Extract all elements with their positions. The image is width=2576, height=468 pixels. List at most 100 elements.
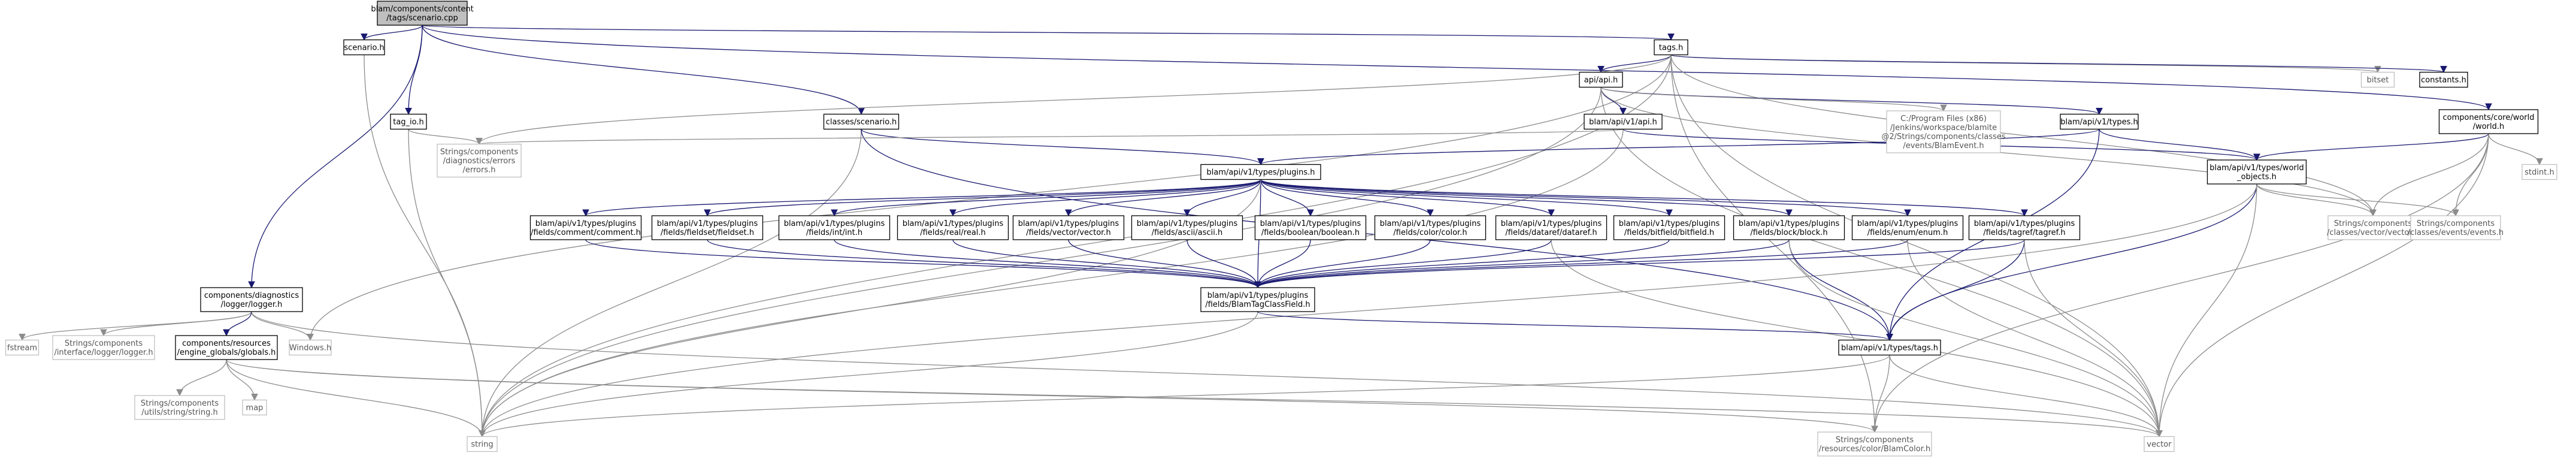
edge-blam_tag_class_field_h-to-types_tags_h <box>1257 311 1893 341</box>
node-bitfield-h[interactable]: blam/api/v1/types/plugins/fields/bitfiel… <box>1613 215 1726 240</box>
node-plugins-h[interactable]: blam/api/v1/types/plugins.h <box>1200 164 1321 180</box>
node-label-line: string <box>471 440 493 449</box>
node-enum-h[interactable]: blam/api/v1/types/plugins/fields/enum/en… <box>1851 215 1964 240</box>
edge-block_h-to-blam_tag_class_field_h <box>1254 239 1790 289</box>
node-label-line: /fields/block/block.h <box>1750 228 1827 237</box>
node-fieldset-h[interactable]: blam/api/v1/types/plugins/fields/fieldse… <box>651 215 764 240</box>
node-label-line: tag_io.h <box>393 118 424 127</box>
edge-tagref_h-to-types_tags_h <box>1886 239 2025 341</box>
node-api-h[interactable]: api/api.h <box>1579 71 1623 88</box>
node-label-line: blam/api/v1/types/plugins <box>1207 291 1309 300</box>
node-box <box>2360 71 2395 88</box>
edge-int_h-to-blam_tag_class_field_h <box>834 239 1261 289</box>
node-label-line: bitset <box>2367 76 2389 85</box>
node-box <box>529 215 642 240</box>
edge-plugins_h-to-ascii_h <box>1183 179 1261 217</box>
edge-ascii_h-to-blam_tag_class_field_h <box>1186 239 1261 289</box>
edge-enum_h-to-vector <box>1907 239 2163 437</box>
edge-tags_h-to-string <box>479 55 1672 437</box>
node-ascii-h[interactable]: blam/api/v1/types/plugins/fields/ascii/a… <box>1131 215 1243 240</box>
node-box <box>1654 39 1688 56</box>
edge-plugins_h-to-tagref_h <box>1260 179 2028 217</box>
node-world-objects-h[interactable]: blam/api/v1/types/world_objects.h <box>2206 159 2307 185</box>
edge-globals_h-to-vector <box>226 359 2163 437</box>
node-blam-api-v1-types-h[interactable]: blam/api/v1/types.h <box>2060 113 2139 130</box>
edge-boolean_h-to-blam_tag_class_field_h <box>1254 239 1311 289</box>
node-world-h[interactable]: components/core/world/world.h <box>2438 109 2539 134</box>
node-label-line: /logger/logger.h <box>221 300 283 309</box>
edge-world_objects_h-to-vector <box>2156 183 2257 437</box>
node-blam-tag-class-field-h[interactable]: blam/api/v1/types/plugins/fields/BlamTag… <box>1200 287 1315 312</box>
node-label-line: blam/api/v1/types/world <box>2209 164 2303 173</box>
node-tag-io-h[interactable]: tag_io.h <box>390 113 427 130</box>
edge-tags_h-to-vector <box>1670 55 2163 437</box>
node-map: map <box>242 399 267 416</box>
edge-types_tags_h-to-string <box>479 355 1890 437</box>
node-block-h[interactable]: blam/api/v1/types/plugins/fields/block/b… <box>1733 215 1845 240</box>
node-box <box>2060 113 2139 130</box>
node-label-line: components/core/world <box>2442 113 2534 122</box>
edge-world_objects_h-to-types_tags_h <box>1886 183 2257 341</box>
edge-dataref_h-to-blam_tag_class_field_h <box>1254 239 1552 289</box>
node-globals-h[interactable]: components/resources/engine_globals/glob… <box>175 335 278 360</box>
node-windows-h: Windows.h <box>289 339 332 356</box>
node-box <box>2521 164 2557 180</box>
edge-tags_h-to-strings_blamcolor_h <box>1670 55 1878 433</box>
node-label-line: /fields/fieldset/fieldset.h <box>661 228 754 237</box>
node-label-line: scenario.h <box>344 44 384 53</box>
node-boolean-h[interactable]: blam/api/v1/types/plugins/fields/boolean… <box>1254 215 1367 240</box>
node-vector: vector <box>2144 436 2175 452</box>
node-label-line: constants.h <box>2421 76 2466 85</box>
node-tagref-h[interactable]: blam/api/v1/types/plugins/fields/tagref/… <box>1968 215 2081 240</box>
edge-real_h-to-blam_tag_class_field_h <box>952 239 1261 289</box>
node-label-line: @2/Strings/components/classes <box>1881 132 2006 141</box>
node-label-line: blam/api/v1/types/plugins <box>1619 219 1720 228</box>
node-box <box>200 287 303 312</box>
node-types-tags-h[interactable]: blam/api/v1/types/tags.h <box>1838 339 1941 356</box>
edge-fieldset_h-to-blam_tag_class_field_h <box>707 239 1261 289</box>
node-label-line: /resources/color/BlamColor.h <box>1819 445 1930 454</box>
edge-types_tags_h-to-strings_blamcolor_h <box>1871 355 1890 433</box>
node-box <box>1374 215 1487 240</box>
node-label-line: vector <box>2147 440 2172 449</box>
node-label-line: map <box>246 404 264 413</box>
edge-globals_h-to-strings_blamcolor_h <box>226 359 1878 433</box>
node-blam-api-v1-tags-h[interactable]: blam/api/v1/api.h <box>1584 113 1663 130</box>
node-box <box>467 436 498 452</box>
node-label-line: /fields/tagref/tagref.h <box>1983 228 2065 237</box>
node-comment-h[interactable]: blam/api/v1/types/plugins/fields/comment… <box>529 215 642 240</box>
edge-api_h-to-vector <box>1600 87 2163 437</box>
node-classes-scenario-h[interactable]: classes/scenario.h <box>823 113 900 130</box>
node-real-h[interactable]: blam/api/v1/types/plugins/fields/real/re… <box>897 215 1009 240</box>
edge-root-to-tag_io_h <box>405 25 423 115</box>
edge-plugins_h-to-block_h <box>1260 179 1793 217</box>
edge-plugins_h-to-boolean_h <box>1260 179 1314 217</box>
node-box <box>1579 71 1623 88</box>
node-box <box>823 113 900 130</box>
node-label-line: /diagnostics/errors <box>443 157 516 166</box>
node-box <box>651 215 764 240</box>
edge-logger_h-to-strings_logger_h <box>100 311 252 337</box>
node-string: string <box>467 436 498 452</box>
node-strings-blamcolor-h: Strings/components/resources/color/BlamC… <box>1817 431 1932 457</box>
edge-globals_h-to-string <box>226 359 486 437</box>
edge-comment_h-to-blam_tag_class_field_h <box>585 239 1261 289</box>
edge-tagref_h-to-vector <box>2024 239 2163 437</box>
node-label-line: blam/api/v1/types/plugins <box>657 219 758 228</box>
node-box <box>377 1 468 26</box>
node-dataref-h[interactable]: blam/api/v1/types/plugins/fields/dataref… <box>1495 215 1608 240</box>
node-scenario-h[interactable]: scenario.h <box>343 39 385 56</box>
node-label-line: Strings/components <box>440 148 518 157</box>
node-tags-h[interactable]: tags.h <box>1654 39 1688 56</box>
node-constants-h[interactable]: constants.h <box>2419 71 2468 88</box>
node-root[interactable]: blam/components/content/tags/scenario.cp… <box>371 1 474 26</box>
node-vector-plugin-h[interactable]: blam/api/v1/types/plugins/fields/vector/… <box>1012 215 1125 240</box>
node-box <box>1254 215 1367 240</box>
node-label-line: /world.h <box>2473 122 2505 131</box>
node-color-h[interactable]: blam/api/v1/types/plugins/fields/color/c… <box>1374 215 1487 240</box>
node-int-h[interactable]: blam/api/v1/types/plugins/fields/int/int… <box>778 215 891 240</box>
node-label-line: /fields/enum/enum.h <box>1867 228 1948 237</box>
node-logger-h[interactable]: components/diagnostics/logger/logger.h <box>200 287 303 312</box>
node-label-line: /fields/BlamTagClassField.h <box>1205 300 1310 309</box>
node-program-files-blam-event: C:/Program Files (x86)/Jenkins/workspace… <box>1881 110 2006 153</box>
